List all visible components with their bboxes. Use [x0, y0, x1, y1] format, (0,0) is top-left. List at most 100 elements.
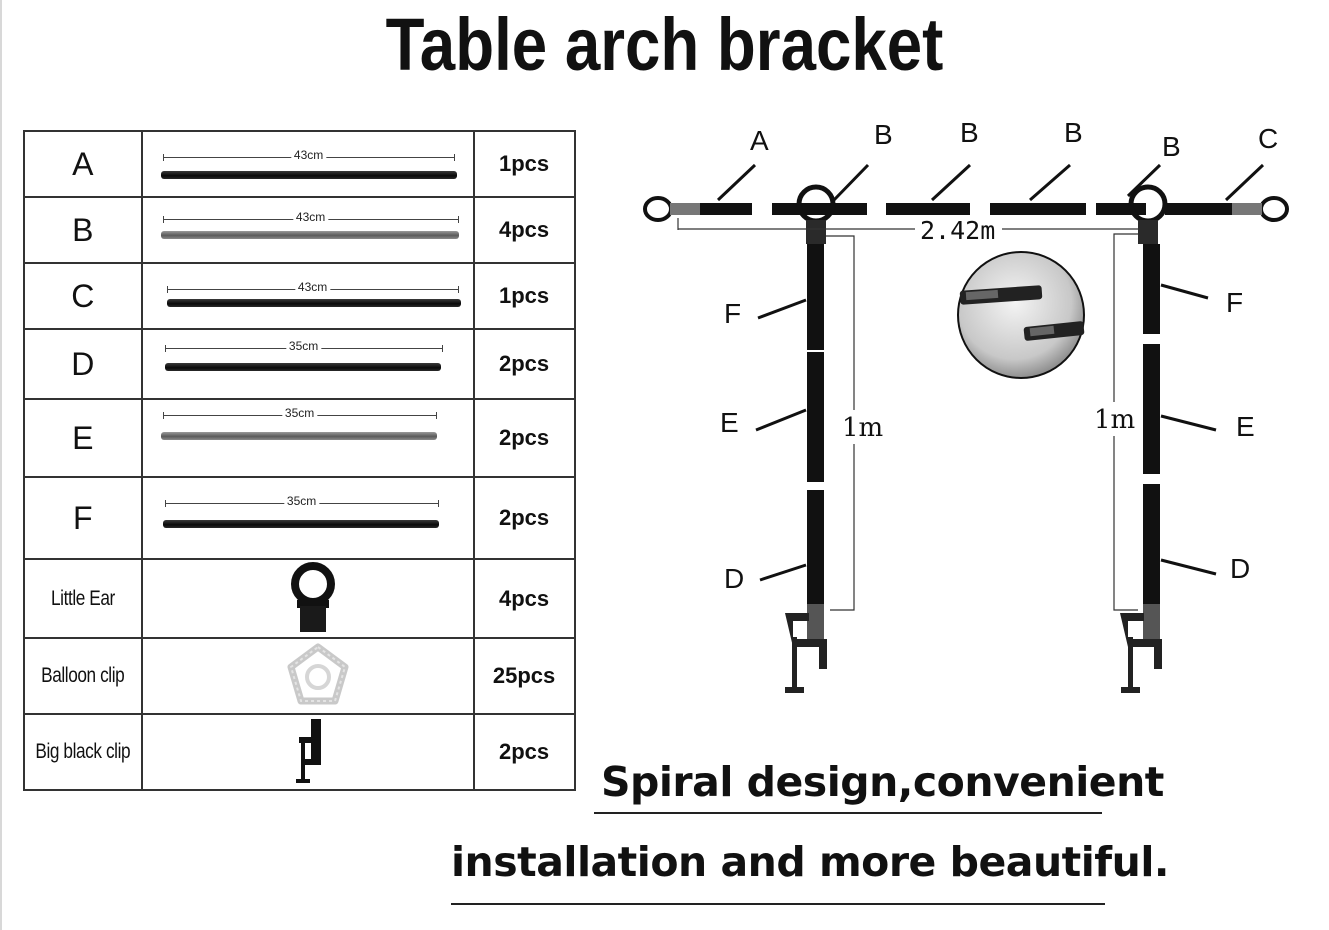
part-quantity: 2pcs: [472, 476, 576, 560]
table-row: Balloon clip 25pcs: [23, 637, 576, 715]
part-label: A: [23, 130, 143, 198]
part-image: [140, 558, 475, 639]
page-title: Table arch bracket: [385, 3, 944, 86]
assembly-diagram: A B B B B C 2.42m 1m 1m: [643, 117, 1289, 693]
part-label: Big black clip: [23, 713, 143, 791]
top-label: B: [874, 119, 893, 150]
part-label: E: [23, 398, 143, 478]
height-label-right: 1m: [1094, 405, 1135, 435]
part-quantity: 4pcs: [472, 558, 576, 639]
rod-b: [160, 231, 459, 239]
end-cap-left: [670, 203, 700, 215]
part-label: B: [23, 196, 143, 264]
segment-b: [990, 203, 1086, 215]
right-label: F: [1226, 287, 1243, 318]
part-quantity: 4pcs: [472, 196, 576, 264]
big-black-clip-icon: [295, 719, 321, 783]
part-quantity: 25pcs: [472, 637, 576, 715]
left-label: E: [720, 407, 739, 438]
dimension-line: 43cm: [162, 148, 455, 162]
segment-b: [886, 203, 970, 215]
leader-lines-side: [755, 283, 1217, 582]
segment-b: [772, 203, 867, 215]
table-row: B 43cm 4pcs: [23, 196, 576, 264]
top-label: B: [1162, 131, 1181, 162]
table-row: D 35cm 2pcs: [23, 328, 576, 400]
table-row: E 35cm 2pcs: [23, 398, 576, 478]
rod-f: [162, 520, 439, 528]
end-hook-left: [643, 196, 673, 222]
leg-segment-e: [807, 352, 824, 482]
part-label: Balloon clip: [23, 637, 143, 715]
part-image: 35cm: [140, 328, 475, 400]
dimension-label: 43cm: [292, 210, 329, 224]
table-row: A 43cm 1pcs: [23, 130, 576, 198]
part-image: [140, 637, 475, 715]
dimension-label: 35cm: [283, 494, 320, 508]
width-label: 2.42m: [920, 216, 995, 245]
segment-b: [1096, 203, 1146, 215]
top-labels: A B B B B C: [750, 117, 1278, 162]
dimension-line: 35cm: [164, 339, 443, 353]
part-label: Little Ear: [23, 558, 143, 639]
part-quantity: 1pcs: [472, 262, 576, 330]
top-label: B: [1064, 117, 1083, 148]
dimension-label: 43cm: [290, 148, 327, 162]
side-labels: F E D F E D: [720, 287, 1255, 594]
rod-c: [166, 299, 461, 307]
table-row: C 43cm 1pcs: [23, 262, 576, 330]
part-image: 35cm: [140, 398, 475, 478]
left-label: F: [724, 298, 741, 329]
part-image: 43cm: [140, 262, 475, 330]
top-label: C: [1258, 123, 1278, 154]
top-label: B: [960, 117, 979, 148]
part-quantity: 2pcs: [472, 328, 576, 400]
table-row: Big black clip 2pcs: [23, 713, 576, 791]
part-image: 35cm: [140, 476, 475, 560]
rod-a: [160, 171, 457, 179]
top-bar: [670, 203, 1233, 215]
part-image: [140, 713, 475, 791]
right-label: E: [1236, 411, 1255, 442]
table-row: F 35cm 2pcs: [23, 476, 576, 560]
right-clamp-icon: [1120, 604, 1162, 693]
part-label: D: [23, 328, 143, 400]
leg-segment-f: [1143, 244, 1160, 334]
tagline-line-1: Spiral design,convenient: [601, 758, 1164, 806]
top-label: A: [750, 125, 769, 156]
page-edge: [0, 0, 2, 930]
leg-segment-d: [807, 490, 824, 604]
segment-c: [1165, 203, 1233, 215]
part-quantity: 2pcs: [472, 398, 576, 478]
dimension-line: 43cm: [166, 280, 459, 294]
dimension-label: 43cm: [294, 280, 331, 294]
dimension-label: 35cm: [285, 339, 322, 353]
dimension-line: 35cm: [164, 494, 439, 508]
dimension-label: 35cm: [281, 406, 318, 420]
height-label-left: 1m: [842, 413, 883, 443]
end-hook-right: [1259, 196, 1289, 222]
part-image: 43cm: [140, 130, 475, 198]
balloon-clip-icon: [287, 643, 349, 705]
part-label: F: [23, 476, 143, 560]
part-quantity: 1pcs: [472, 130, 576, 198]
left-leg: [807, 244, 824, 604]
tagline-line-2: installation and more beautiful.: [451, 838, 1169, 886]
right-leg: [1143, 244, 1160, 604]
rod-e: [160, 432, 437, 440]
part-image: 43cm: [140, 196, 475, 264]
part-label: C: [23, 262, 143, 330]
tagline-underline-1: [594, 812, 1102, 814]
parts-table: A 43cm 1pcs B 43cm 4pcs C: [23, 130, 576, 791]
dimension-line: 35cm: [162, 406, 437, 420]
leg-segment-f: [807, 244, 824, 350]
left-clamp-icon: [785, 604, 827, 693]
part-quantity: 2pcs: [472, 713, 576, 791]
ear-post-left: [806, 220, 826, 244]
end-cap-right: [1232, 203, 1262, 215]
little-ear-icon: [290, 562, 335, 632]
table-row: Little Ear 4pcs: [23, 558, 576, 639]
leg-segment-e: [1143, 344, 1160, 474]
rod-d: [164, 363, 441, 371]
dimension-line: 43cm: [162, 210, 459, 224]
